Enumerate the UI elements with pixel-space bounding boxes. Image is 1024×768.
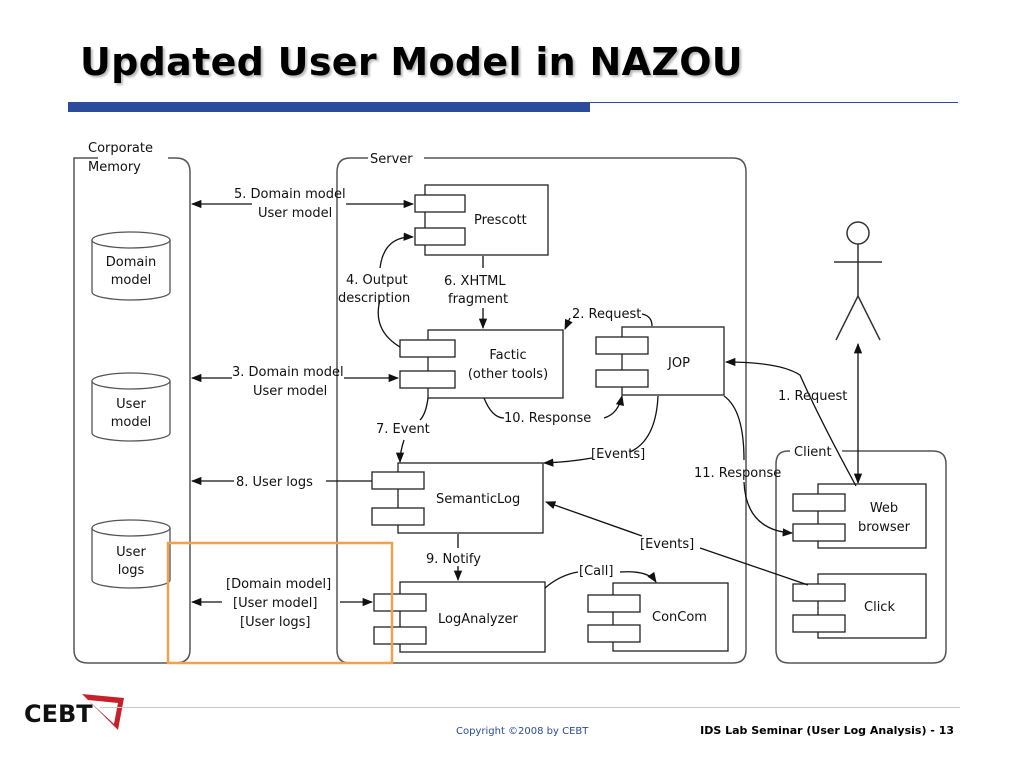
client-label: Client: [794, 445, 832, 460]
component-prescott: Prescott: [414, 184, 549, 256]
flow-events-jop-label: [Events]: [591, 447, 645, 462]
seminar-page-label: IDS Lab Seminar (User Log Analysis) - 13: [700, 724, 954, 737]
flow-optional-label-3: [User logs]: [240, 615, 311, 630]
flow-10: 10. Response: [483, 394, 625, 426]
flow-1-label: 1. Request: [778, 389, 847, 404]
store-user-model: User model: [91, 372, 171, 442]
jop-label: JOP: [667, 356, 690, 371]
corporate-memory-label-2: Memory: [88, 160, 141, 175]
server-container: Server: [336, 152, 747, 664]
flow-6: 6. XHTML fragment: [444, 256, 508, 330]
factic-label-2: (other tools): [468, 367, 548, 382]
store-domain-model-label-1: Domain: [106, 255, 156, 270]
highlight-box: [166, 541, 394, 665]
flow-7: 7. Event: [376, 397, 430, 464]
flow-9-label: 9. Notify: [426, 552, 481, 567]
store-domain-model: Domain model: [91, 231, 171, 301]
flow-events-jop: [Events]: [542, 395, 659, 467]
web-browser-label-2: browser: [858, 520, 911, 535]
flow-11: 11. Response: [694, 395, 794, 537]
flow-8: 8. User logs: [190, 475, 372, 490]
flow-9: 9. Notify: [426, 534, 481, 582]
flow-4-label-1: 4. Output: [346, 273, 408, 288]
semanticlog-label: SemanticLog: [436, 492, 520, 507]
store-domain-model-label-2: model: [111, 273, 151, 288]
flow-optional-label-1: [Domain model]: [226, 577, 331, 592]
flow-2: 2. Request: [564, 307, 653, 330]
copyright-text: Copyright ©2008 by CEBT: [456, 726, 589, 737]
store-user-model-label-1: User: [116, 397, 146, 412]
flow-call: [Call]: [544, 564, 657, 589]
web-browser-label-1: Web: [870, 501, 898, 516]
component-semanticlog: SemanticLog: [371, 462, 544, 534]
flow-6-label-2: fragment: [448, 292, 508, 307]
component-jop: JOP: [595, 326, 725, 396]
cebt-logo: CEBT: [24, 694, 124, 730]
flow-events-click-label: [Events]: [640, 537, 694, 552]
flow-4-label-2: description: [338, 291, 410, 306]
server-label: Server: [370, 152, 413, 167]
flow-optional: [Domain model] [User model] [User logs]: [190, 577, 374, 630]
architecture-diagram: Corporate Memory Domain model User model…: [73, 141, 947, 665]
flow-11-label: 11. Response: [694, 466, 781, 481]
cebt-logo-text: CEBT: [24, 700, 93, 728]
component-loganalyzer: LogAnalyzer: [373, 581, 546, 653]
flow-5-label-2: User model: [258, 206, 332, 221]
footer-divider: [100, 707, 960, 708]
flow-5-label-1: 5. Domain model: [234, 187, 346, 202]
flow-6-label-1: 6. XHTML: [444, 274, 506, 289]
flow-7-label: 7. Event: [376, 422, 430, 437]
title-underline-thin: [590, 102, 958, 103]
user-actor-icon: [834, 221, 882, 341]
store-user-logs-label-1: User: [116, 545, 146, 560]
flow-call-label: [Call]: [579, 564, 613, 579]
flow-10-label: 10. Response: [504, 411, 591, 426]
component-web-browser: Web browser: [792, 483, 927, 549]
loganalyzer-label: LogAnalyzer: [438, 612, 518, 627]
flow-optional-label-2: [User model]: [233, 596, 317, 611]
store-user-model-label-2: model: [111, 415, 151, 430]
flow-5: 5. Domain model User model: [190, 187, 415, 221]
factic-label-1: Factic: [489, 348, 526, 363]
title-underline-thick: [68, 102, 590, 112]
flow-4: 4. Output description: [338, 237, 413, 348]
prescott-label: Prescott: [474, 213, 527, 228]
flow-8-label: 8. User logs: [236, 475, 313, 490]
flow-1: 1. Request: [724, 357, 857, 487]
corporate-memory-container: Corporate Memory: [73, 141, 191, 664]
flow-3-label-1: 3. Domain model: [232, 365, 344, 380]
concom-label: ConCom: [652, 610, 707, 625]
flow-3: 3. Domain model User model: [190, 365, 400, 399]
flow-events-click: [Events]: [545, 501, 809, 586]
component-concom: ConCom: [587, 582, 729, 652]
click-label: Click: [864, 600, 895, 615]
corporate-memory-label-1: Corporate: [88, 141, 153, 156]
component-click: Click: [792, 573, 927, 639]
flow-3-label-2: User model: [253, 384, 327, 399]
client-container: Client: [775, 445, 947, 664]
flow-2-label: 2. Request: [572, 307, 641, 322]
store-user-logs-label-2: logs: [118, 563, 145, 578]
component-factic: Factic (other tools): [399, 329, 564, 399]
store-user-logs: User logs: [91, 519, 171, 589]
slide-title: Updated User Model in NAZOU: [80, 40, 743, 84]
